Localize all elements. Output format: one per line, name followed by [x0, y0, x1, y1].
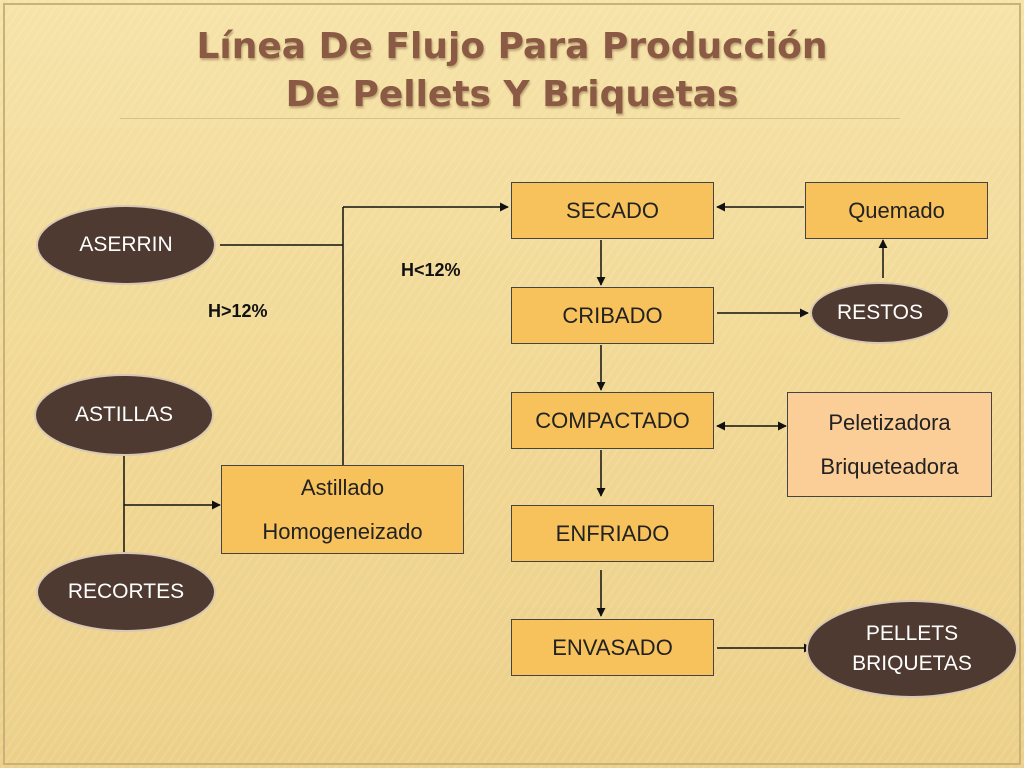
quemado-label: Quemado: [848, 197, 945, 223]
humidity-high-label: H>12%: [208, 301, 268, 321]
peletizadora-label: Peletizadora: [828, 409, 951, 435]
aserrin-label: ASERRIN: [79, 233, 173, 256]
slide-title-line1: Línea De Flujo Para Producción: [196, 26, 828, 67]
secado-box: SECADO: [511, 182, 714, 239]
briqueteadora-label: Briqueteadora: [820, 453, 959, 479]
homogeneizado-label: Homogeneizado: [262, 518, 423, 544]
astillado-label: Astillado: [300, 474, 385, 500]
secado-label: SECADO: [566, 197, 659, 223]
slide-frame: [3, 3, 1021, 765]
machines-box: Peletizadora Briqueteadora: [787, 392, 992, 497]
astillado-homogeneizado-box: Astillado Homogeneizado: [221, 465, 464, 554]
astillas-label: ASTILLAS: [74, 403, 174, 426]
restos-label: RESTOS: [837, 301, 923, 324]
title-divider: [120, 118, 900, 119]
compactado-label: COMPACTADO: [535, 407, 690, 433]
cribado-box: CRIBADO: [511, 287, 714, 344]
astillas-node: ASTILLAS: [34, 374, 214, 456]
aserrin-node: ASERRIN: [36, 205, 216, 285]
enfriado-label: ENFRIADO: [555, 520, 670, 546]
recortes-node: RECORTES: [36, 552, 216, 632]
product-node: PELLETS BRIQUETAS: [806, 600, 1018, 698]
cribado-label: CRIBADO: [562, 302, 663, 328]
briquetas-label: BRIQUETAS: [852, 652, 972, 675]
quemado-box: Quemado: [805, 182, 988, 239]
pellets-label: PELLETS: [865, 622, 959, 645]
compactado-box: COMPACTADO: [511, 392, 714, 449]
slide-title-line2: De Pellets Y Briquetas: [285, 74, 739, 115]
humidity-low-label: H<12%: [401, 260, 461, 280]
envasado-label: ENVASADO: [552, 634, 673, 660]
restos-node: RESTOS: [810, 282, 950, 344]
recortes-label: RECORTES: [67, 580, 185, 603]
enfriado-box: ENFRIADO: [511, 505, 714, 562]
envasado-box: ENVASADO: [511, 619, 714, 676]
